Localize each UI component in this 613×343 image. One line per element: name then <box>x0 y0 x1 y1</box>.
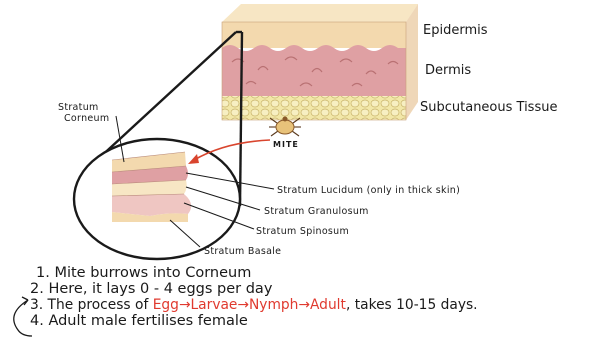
note-line-3-prefix: 3. The process of <box>30 297 148 313</box>
label-stratum-lucidum: Stratum Lucidum (only in thick skin) <box>277 185 460 196</box>
lifecycle-egg: Egg <box>153 297 179 313</box>
label-stratum-basale: Stratum Basale <box>204 246 281 257</box>
lifecycle-adult: Adult <box>310 297 346 313</box>
lifecycle-arrow-3: → <box>298 297 310 313</box>
label-stratum-granulosum: Stratum Granulosum <box>264 206 369 217</box>
lifecycle-arrow-2: → <box>237 297 249 313</box>
lifecycle-nymph: Nymph <box>249 297 298 313</box>
label-mite: MITE <box>273 140 299 149</box>
subcutaneous-layer <box>222 96 406 120</box>
lifecycle-larvae: Larvae <box>191 297 238 313</box>
note-line-3-suffix: , takes 10-15 days. <box>346 297 478 313</box>
label-stratum-corneum-2: Corneum <box>64 113 109 124</box>
label-stratum-spinosum: Stratum Spinosum <box>256 226 349 237</box>
inset-spinosum <box>112 194 191 216</box>
label-epidermis: Epidermis <box>423 23 488 38</box>
label-stratum-corneum-1: Stratum <box>58 102 99 113</box>
epidermis-layer <box>222 22 406 48</box>
skin-block <box>222 4 418 120</box>
skin-side-face <box>406 4 418 120</box>
note-line-4: 4. Adult male fertilises female <box>30 313 248 329</box>
note-line-1: 1. Mite burrows into Corneum <box>36 265 251 281</box>
label-dermis: Dermis <box>425 63 471 78</box>
note-line-2: 2. Here, it lays 0 - 4 eggs per day <box>30 281 272 297</box>
skin-inset <box>74 139 240 259</box>
notes-section: 1. Mite burrows into Corneum 2. Here, it… <box>0 262 613 343</box>
note-line-3: 3. The process of Egg→Larvae→Nymph→Adult… <box>30 297 478 313</box>
skin-top-face <box>222 4 418 22</box>
label-subcutaneous: Subcutaneous Tissue <box>420 100 557 115</box>
lifecycle-arrow-1: → <box>179 297 191 313</box>
